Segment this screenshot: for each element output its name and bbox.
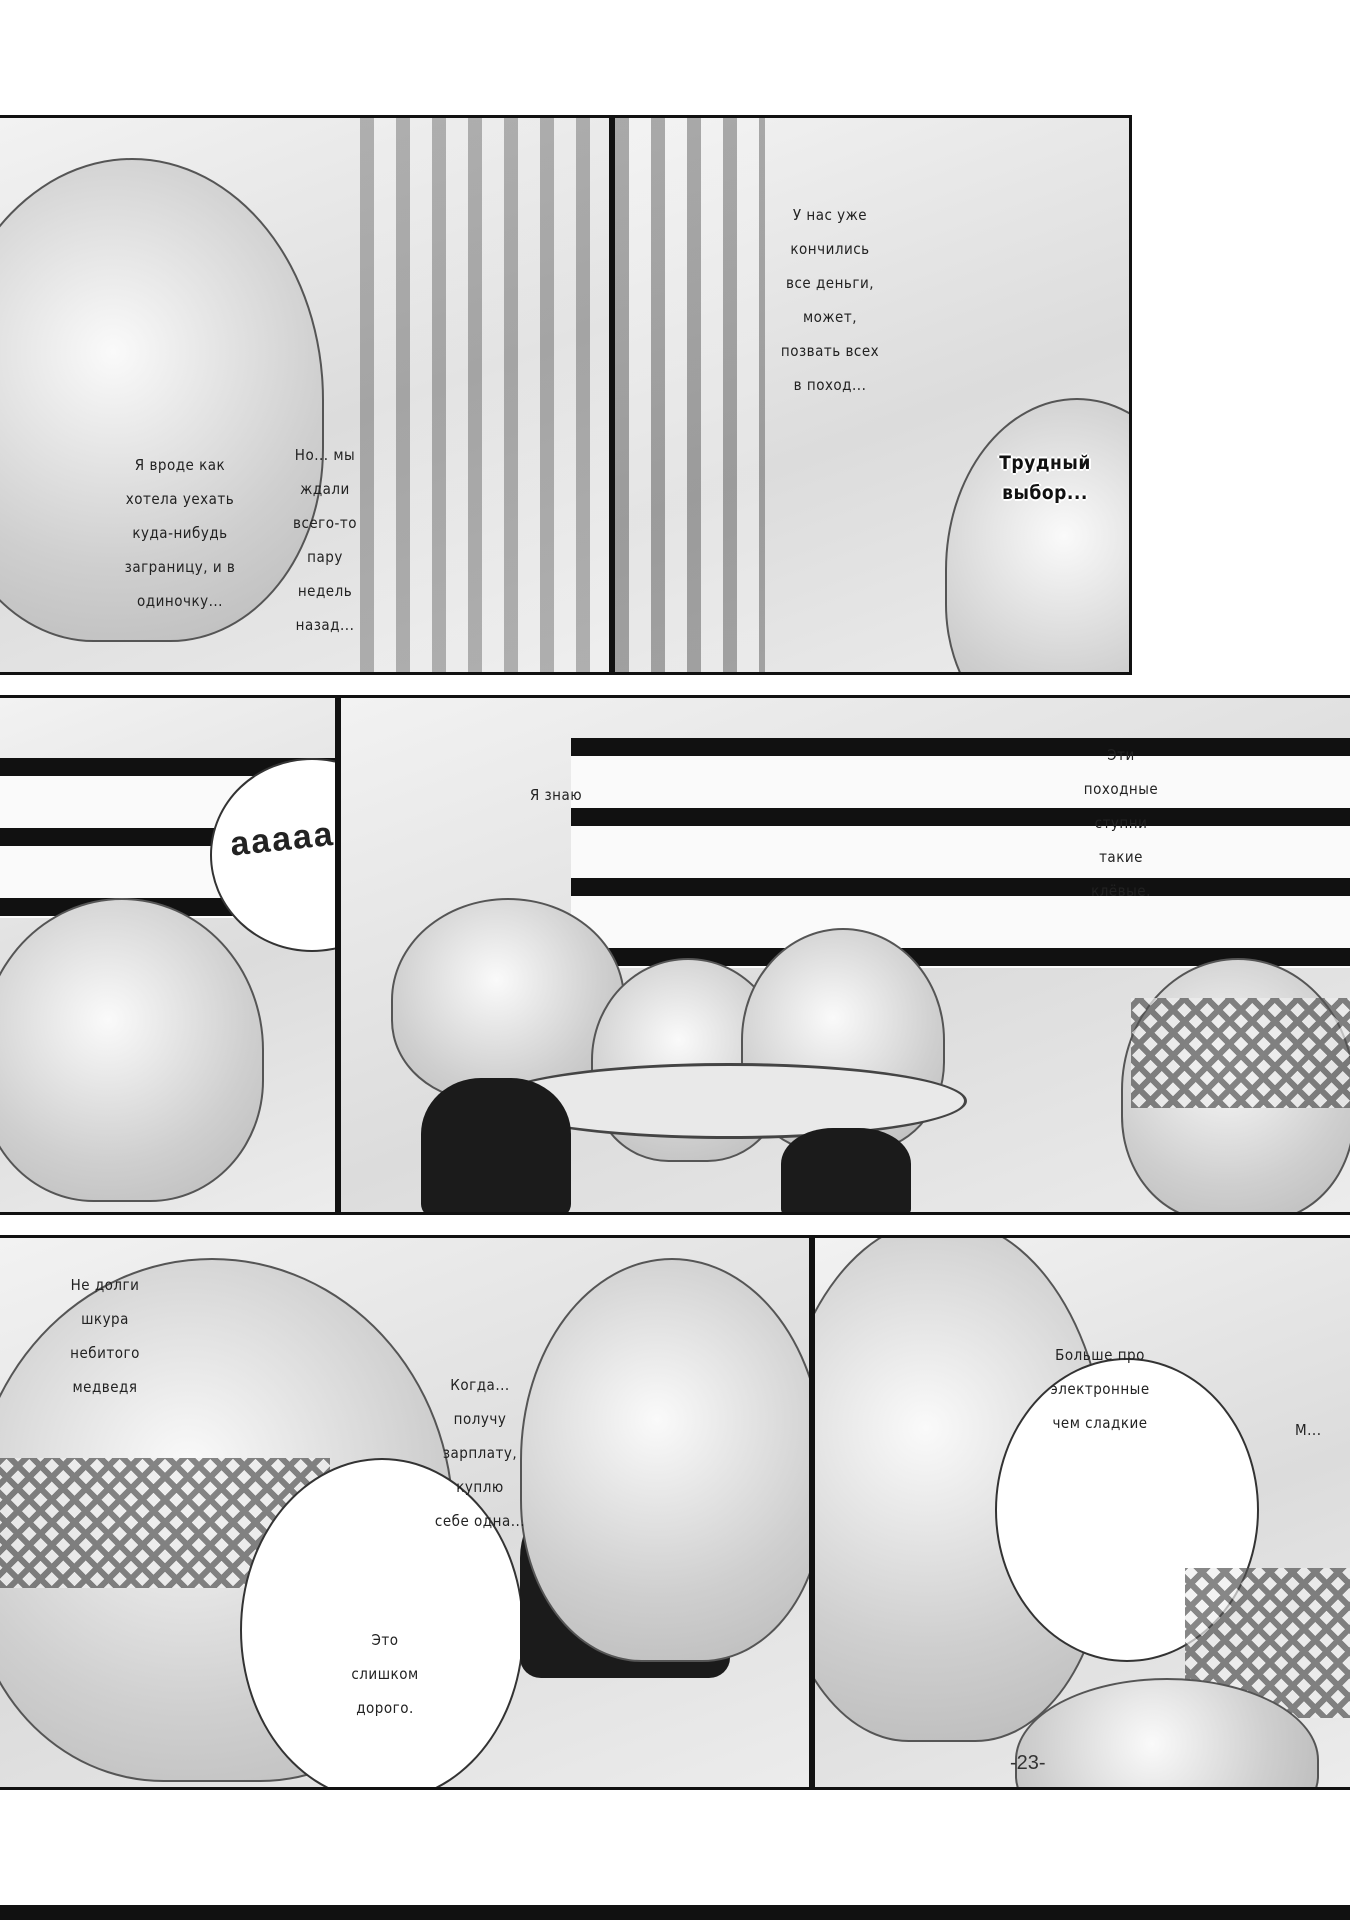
dark-clothing xyxy=(421,1078,571,1212)
speech-text: Трудный выбор... xyxy=(999,452,1091,504)
panel-5: Не долги шкура небитого медведя Когда...… xyxy=(0,1235,812,1790)
speech-text: Я знаю xyxy=(529,786,583,804)
speech-text: Больше про электронные чем сладкие xyxy=(1050,1346,1150,1432)
speech-text: Не долги шкура небитого медведя xyxy=(70,1276,140,1396)
panel-6: Больше про электронные чем сладкие М... xyxy=(812,1235,1350,1790)
character-figure xyxy=(945,398,1129,672)
speech-text: М... xyxy=(1295,1421,1322,1439)
speech-text: Но... мы ждали всего-то пару недель наза… xyxy=(292,446,357,634)
panel-4: Я знаю Эти походные ступни такие клёвые. xyxy=(338,695,1350,1215)
panel-2: У нас уже кончились все деньги, может, п… xyxy=(612,115,1132,675)
character-figure xyxy=(391,898,625,1102)
shelf-background xyxy=(571,738,1350,968)
speech-text: Когда... получу зарплату, куплю себе одн… xyxy=(434,1376,526,1530)
panel-1: Я вроде как хотела уехать куда-нибудь за… xyxy=(0,115,612,675)
character-figure xyxy=(520,1258,809,1662)
building-hatching xyxy=(615,118,765,672)
character-figure xyxy=(0,158,324,642)
dark-clothing xyxy=(781,1128,911,1212)
checkered-clothing xyxy=(1131,998,1350,1108)
wall-hatching xyxy=(360,118,609,672)
speech-text: У нас уже кончились все деньги, может, п… xyxy=(780,206,880,394)
speech-bubble xyxy=(240,1458,524,1787)
speech-text: Это слишком дорого. xyxy=(351,1631,419,1717)
page-number: -23- xyxy=(1010,1752,1046,1774)
bottom-border xyxy=(0,1905,1350,1920)
panel-3: ааааааа xyxy=(0,695,338,1215)
speech-text: Я вроде как хотела уехать куда-нибудь за… xyxy=(124,456,236,610)
speech-text: Эти походные ступни такие клёвые. xyxy=(1083,746,1159,900)
character-figure xyxy=(0,898,264,1202)
